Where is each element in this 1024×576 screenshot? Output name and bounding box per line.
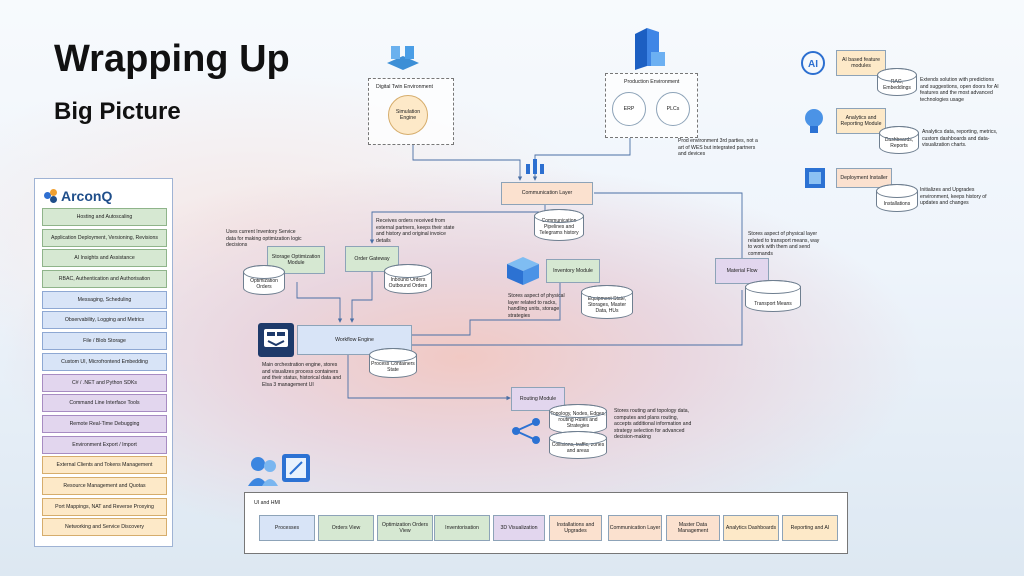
analytics-bulb-icon (803, 108, 825, 136)
deployment-icon (803, 165, 827, 191)
inventory-module-box: Inventory Module (546, 259, 600, 283)
page-title: Wrapping Up (54, 38, 290, 80)
analytics-store: Dashboards, Reports (879, 126, 919, 154)
line-gateway-workflow (349, 272, 373, 323)
page-subtitle: Big Picture (54, 98, 181, 125)
routing-share-icon (510, 417, 542, 445)
analytics-module-box: Analytics and Reporting Module (836, 108, 886, 134)
ui-item: Reporting and AI (782, 515, 838, 541)
digital-twin-icon (385, 42, 421, 74)
feature-item: Observability, Logging and Metrics (42, 311, 167, 330)
ai-note: Extends solution with predictions and su… (920, 77, 999, 103)
feature-item: RBAC, Authentication and Authorisation (42, 270, 167, 289)
ai-icon: AI (800, 50, 826, 76)
production-note: Prod environment 3rd parties, not a art … (678, 138, 758, 158)
storage-optimization-store: Optimization Orders (243, 265, 285, 295)
analytics-note: Analytics data, reporting, metrics, cust… (922, 129, 998, 149)
material-flow-box: Material Flow (715, 258, 769, 284)
feature-item: Hosting and Autoscaling (42, 208, 167, 226)
feature-item: Resource Management and Quotas (42, 476, 167, 495)
digital-twin-label: Digital Twin Environment (376, 84, 433, 90)
deployment-note: Initializes and Upgrades environment, ke… (920, 187, 987, 207)
ui-item: Master Data Management (666, 515, 720, 541)
feature-item: C# / .NET and Python SDKs (42, 373, 167, 392)
storage-optimization-note: Uses current Inventory Service data for … (226, 229, 302, 249)
feature-item: Remote Real-Time Debugging (42, 414, 167, 433)
line-workflow-routing (347, 355, 511, 401)
feature-item: File / Blob Storage (42, 332, 167, 351)
line-comm-material (594, 192, 743, 258)
workflow-engine-store: Process Containers State (369, 348, 417, 378)
ui-users-monitor-icon (246, 452, 314, 488)
communication-icon (523, 156, 547, 176)
line-twin-comm (412, 145, 523, 181)
line-prod-comm (532, 138, 631, 181)
feature-item: Messaging, Scheduling (42, 290, 167, 309)
routing-topology-store: Topology, Nodes, Edges, routing Rules an… (549, 404, 607, 434)
ui-hmi-label: UI and HMI (254, 500, 281, 506)
feature-item: Port Mappings, NAT and Reverse Proxying (42, 497, 167, 516)
logo-text: ArconQ (61, 188, 113, 204)
feature-item: Networking and Service Discovery (42, 518, 167, 537)
line-comm-gateway (369, 205, 546, 244)
line-workflow-material (412, 290, 743, 346)
workflow-engine-note: Main orchestration engine, stores and vi… (262, 362, 342, 388)
svg-text:AI: AI (808, 59, 818, 70)
ui-item: Analytics Dashboards (723, 515, 779, 541)
order-gateway-store: Inbound Orders Outbound Orders (384, 264, 432, 294)
production-label: Production Environment (624, 79, 680, 85)
feature-item: Application Deployment, Versioning, Revi… (42, 228, 167, 247)
ui-item: 3D Visualization (493, 515, 545, 541)
inventory-cube-icon (506, 256, 540, 286)
feature-item: AI Insights and Assistance (42, 249, 167, 268)
feature-item: Custom UI, Microfrontend Embedding (42, 352, 167, 371)
feature-item: External Clients and Tokens Management (42, 456, 167, 475)
ui-item: Orders View (318, 515, 374, 541)
server-icon (631, 26, 667, 70)
feature-item: Environment Export / Import (42, 435, 167, 454)
routing-collisions-store: Collisions, traffic, zones and areas (549, 431, 607, 459)
inventory-note: Stores aspect of physical layer related … (508, 293, 565, 319)
ui-item: Inventorisation (434, 515, 490, 541)
erp-node: ERP (612, 92, 646, 126)
order-gateway-note: Receives orders received from external p… (376, 218, 455, 244)
deployment-store: Installations (876, 184, 918, 212)
communication-store: Communication Pipelines and Telegrams hi… (534, 209, 584, 241)
line-workflow-inventory (412, 283, 561, 336)
deployment-installer-box: Deployment Installer (836, 168, 892, 188)
communication-layer-box: Communication Layer (501, 182, 593, 205)
ai-store: RAG, Embeddings (877, 68, 917, 96)
ui-item: Optimization Orders View (377, 515, 433, 541)
simulation-engine: Simulation Engine (388, 95, 428, 135)
inventory-store: Equipment State, Storages, Master Data, … (581, 285, 633, 319)
ui-item: Communication Layer (608, 515, 662, 541)
ui-item: Processes (259, 515, 315, 541)
material-flow-note: Stores aspect of physical layer related … (748, 231, 820, 257)
arconq-logo-icon (44, 189, 58, 203)
line-storage-workflow (296, 282, 343, 323)
feature-item: Command Line Interface Tools (42, 394, 167, 413)
material-flow-store: Transport Means (745, 280, 801, 312)
routing-note: Stores routing and topology data, comput… (614, 408, 692, 441)
workflow-engine-icon (258, 323, 294, 357)
plcs-node: PLCs (656, 92, 690, 126)
arconq-logo: ArconQ (44, 184, 167, 208)
ui-item: Installations and Upgrades (549, 515, 602, 541)
